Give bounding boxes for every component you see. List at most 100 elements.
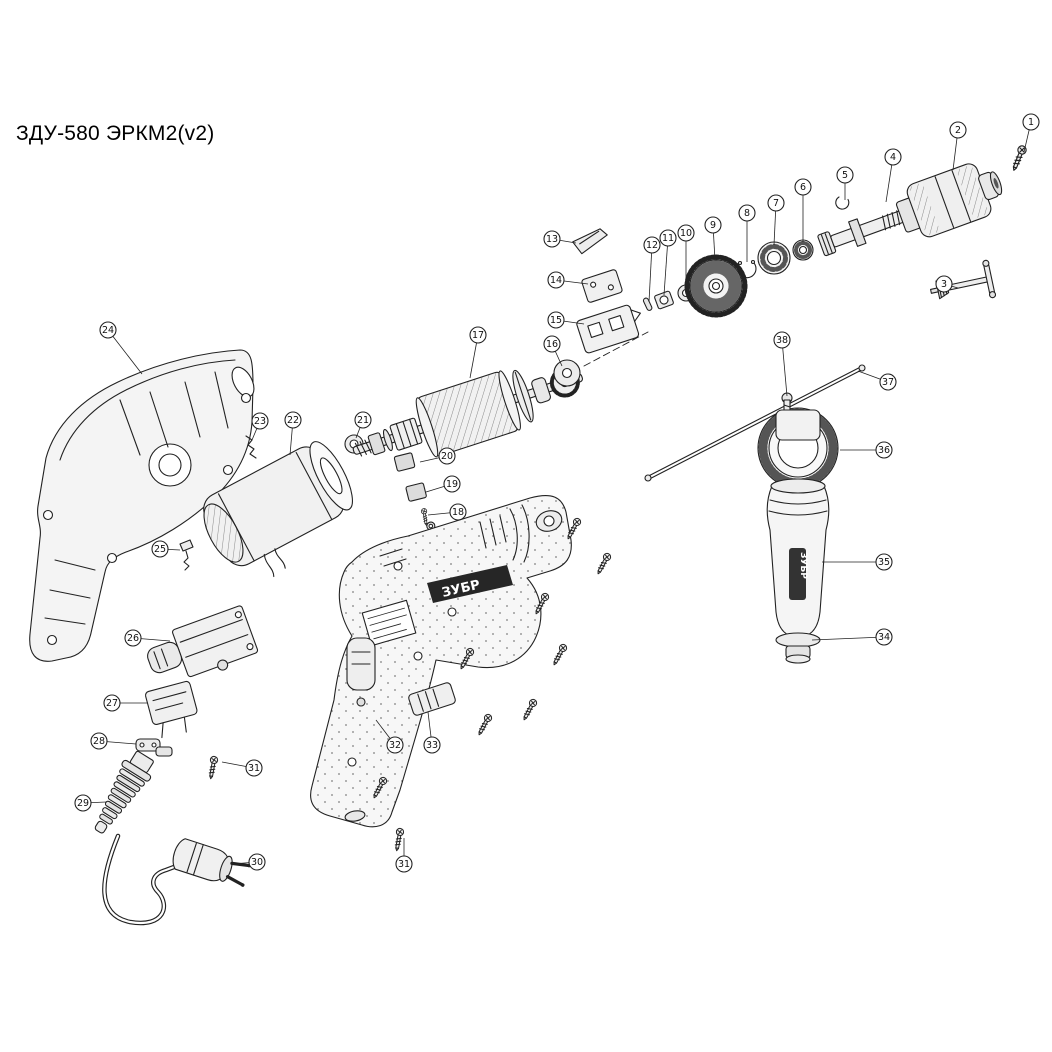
left-housing-half bbox=[29, 349, 255, 662]
callout-26: 26 bbox=[124, 629, 171, 647]
callout-36: 36 bbox=[840, 441, 893, 459]
callout-31: 31 bbox=[395, 838, 413, 873]
svg-text:33: 33 bbox=[426, 740, 438, 751]
svg-text:3: 3 bbox=[941, 279, 947, 290]
svg-text:21: 21 bbox=[357, 415, 369, 426]
callout-22: 22 bbox=[284, 411, 302, 456]
svg-text:18: 18 bbox=[452, 507, 464, 518]
callout-1: 1 bbox=[1022, 113, 1040, 153]
svg-text:1: 1 bbox=[1028, 117, 1034, 128]
main-body-housing: ЗУБР bbox=[310, 494, 572, 828]
callout-8: 8 bbox=[738, 204, 756, 262]
svg-text:2: 2 bbox=[955, 125, 961, 136]
callout-34: 34 bbox=[811, 628, 893, 646]
callout-28: 28 bbox=[90, 732, 137, 750]
screw-icon bbox=[520, 697, 539, 723]
svg-text:4: 4 bbox=[890, 152, 896, 163]
brush-holder-parts bbox=[553, 228, 649, 387]
screw-icon bbox=[475, 712, 494, 738]
svg-text:11: 11 bbox=[662, 233, 674, 244]
svg-text:35: 35 bbox=[878, 557, 890, 568]
svg-text:9: 9 bbox=[710, 220, 716, 231]
svg-text:7: 7 bbox=[773, 198, 779, 209]
svg-text:16: 16 bbox=[546, 339, 558, 350]
callout-31: 31 bbox=[221, 759, 263, 777]
slider-part bbox=[408, 682, 456, 716]
stator bbox=[203, 441, 353, 578]
callouts: 1234567891011121314151617181920212223242… bbox=[74, 113, 1040, 873]
callout-15: 15 bbox=[547, 311, 585, 329]
svg-text:24: 24 bbox=[102, 325, 114, 336]
callout-9: 9 bbox=[704, 216, 722, 261]
power-cord bbox=[102, 833, 251, 926]
svg-text:15: 15 bbox=[550, 315, 562, 326]
capacitor bbox=[144, 680, 198, 739]
callout-25: 25 bbox=[151, 540, 181, 558]
svg-text:28: 28 bbox=[93, 736, 105, 747]
callout-32: 32 bbox=[375, 719, 404, 754]
callout-6: 6 bbox=[794, 178, 812, 242]
callout-33: 33 bbox=[423, 711, 441, 754]
callout-2: 2 bbox=[949, 121, 967, 171]
diagram-title: ЗДУ-580 ЭРКМ2(v2) bbox=[16, 122, 215, 145]
callout-29: 29 bbox=[74, 794, 107, 812]
svg-text:38: 38 bbox=[776, 335, 788, 346]
callout-14: 14 bbox=[547, 271, 589, 289]
svg-text:30: 30 bbox=[251, 857, 263, 868]
svg-text:37: 37 bbox=[882, 377, 894, 388]
svg-text:32: 32 bbox=[389, 740, 401, 751]
cable-clamp bbox=[135, 738, 173, 757]
depth-rod bbox=[644, 364, 866, 482]
callout-12: 12 bbox=[643, 236, 661, 303]
callout-13: 13 bbox=[543, 230, 577, 248]
callout-18: 18 bbox=[427, 503, 467, 521]
svg-text:10: 10 bbox=[680, 228, 692, 239]
svg-text:23: 23 bbox=[254, 416, 266, 427]
svg-text:12: 12 bbox=[646, 240, 658, 251]
svg-text:36: 36 bbox=[878, 445, 890, 456]
spring-clip bbox=[245, 435, 257, 459]
screw-icon bbox=[594, 551, 613, 577]
svg-text:34: 34 bbox=[878, 632, 890, 643]
screw-icon bbox=[206, 755, 219, 780]
callout-7: 7 bbox=[767, 194, 785, 246]
svg-text:20: 20 bbox=[441, 451, 453, 462]
callout-5: 5 bbox=[836, 166, 854, 200]
svg-text:31: 31 bbox=[248, 763, 260, 774]
carbon-brushes bbox=[393, 452, 436, 531]
callout-23: 23 bbox=[251, 412, 269, 441]
ball-bearing-small bbox=[792, 239, 814, 261]
svg-text:5: 5 bbox=[842, 170, 848, 181]
svg-text:22: 22 bbox=[287, 415, 299, 426]
svg-text:25: 25 bbox=[154, 544, 166, 555]
callout-10: 10 bbox=[677, 224, 695, 286]
callout-24: 24 bbox=[99, 321, 143, 375]
armature bbox=[352, 367, 583, 458]
callout-21: 21 bbox=[354, 411, 372, 439]
svg-text:19: 19 bbox=[446, 479, 458, 490]
callout-19: 19 bbox=[425, 475, 461, 493]
svg-text:14: 14 bbox=[550, 275, 562, 286]
large-gear bbox=[684, 254, 748, 318]
ball-bearing-large bbox=[757, 241, 791, 275]
callout-27: 27 bbox=[103, 694, 148, 712]
handle-clamp bbox=[757, 392, 839, 489]
svg-text:8: 8 bbox=[744, 208, 750, 219]
svg-text:31: 31 bbox=[398, 859, 410, 870]
svg-text:29: 29 bbox=[77, 798, 89, 809]
screw-icon bbox=[392, 827, 405, 852]
svg-text:27: 27 bbox=[106, 698, 118, 709]
trigger-switch bbox=[147, 605, 259, 678]
callout-30: 30 bbox=[231, 853, 266, 871]
callout-16: 16 bbox=[543, 335, 563, 367]
handle-brand-label: ЗУБР bbox=[798, 552, 808, 579]
svg-text:17: 17 bbox=[472, 330, 484, 341]
auxiliary-handle: ЗУБР bbox=[766, 478, 830, 664]
spindle-shaft bbox=[817, 206, 916, 257]
screw-icon bbox=[550, 642, 569, 668]
callout-38: 38 bbox=[773, 331, 791, 397]
callout-4: 4 bbox=[884, 148, 902, 203]
callout-35: 35 bbox=[822, 553, 893, 571]
callout-3: 3 bbox=[935, 275, 959, 293]
